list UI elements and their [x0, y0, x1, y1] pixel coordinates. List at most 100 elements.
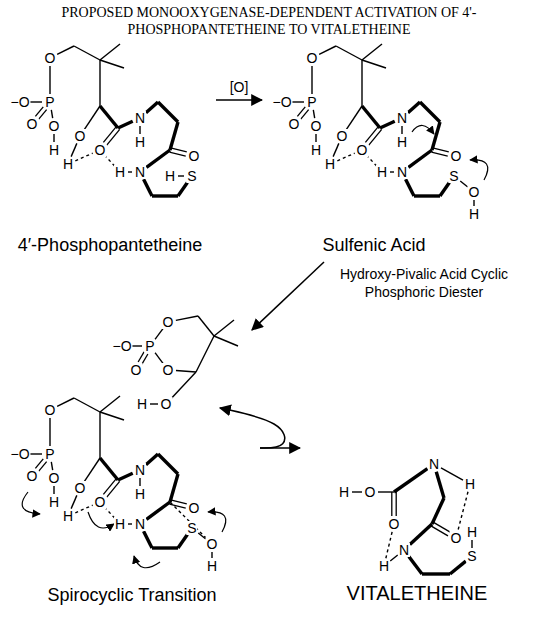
chemical-bond [390, 555, 398, 561]
chemical-bond [433, 522, 450, 532]
atom-symbol: H [324, 157, 336, 171]
chemical-bond [178, 175, 184, 176]
atom-symbol: −O [111, 339, 132, 353]
chemical-bond [158, 454, 178, 474]
atom-symbol: N [398, 543, 410, 557]
atom-symbol: O [26, 469, 39, 483]
compound-name: Sulfenic Acid [322, 234, 425, 257]
chemical-bond [51, 110, 52, 118]
atom-symbol: O [162, 363, 175, 377]
compound-name: 4′-Phosphopantetheine [18, 234, 203, 257]
atom-symbol: O [356, 143, 369, 157]
atom-symbol: N [134, 517, 146, 531]
chemical-bond [128, 171, 132, 172]
chemical-bond [146, 102, 158, 113]
chemical-bond [414, 194, 440, 197]
atom-symbol: H [164, 169, 176, 183]
atom-symbol: O [188, 149, 201, 163]
atom-symbol: H [114, 165, 126, 179]
atom-symbol: O [44, 403, 57, 417]
atom-symbol: O [364, 485, 377, 499]
atom-symbol: H [338, 485, 350, 499]
chemical-bond [406, 179, 414, 196]
chemical-bond [178, 183, 187, 196]
reaction-arrow [252, 262, 324, 330]
atom-symbol: H [376, 165, 388, 179]
chemical-bond [450, 561, 466, 574]
chemical-bond [365, 127, 378, 143]
chemical-bond [362, 106, 380, 128]
chemical-bond [422, 572, 450, 575]
atom-symbol: O [74, 129, 87, 143]
chemical-bond [198, 316, 214, 336]
atom-symbol: H [134, 487, 146, 501]
chemical-bond [103, 479, 116, 495]
chemical-bond [39, 110, 47, 120]
chemical-bond [74, 46, 100, 60]
chemical-bond [214, 336, 238, 346]
chemical-bond [432, 498, 444, 524]
chemical-bond [170, 502, 206, 538]
atom-symbol: O [206, 537, 219, 551]
atom-symbol: H [114, 517, 126, 531]
chemical-bond [319, 46, 336, 54]
title: PROPOSED MONOOXYGENASE-DEPENDENT ACTIVAT… [20, 4, 518, 38]
atom-symbol: S [448, 169, 459, 183]
chemical-bond [155, 328, 163, 339]
atom-symbol: −O [271, 95, 292, 109]
atom-symbol: H [310, 143, 322, 157]
chemical-bond [410, 524, 432, 545]
chemical-bond [214, 320, 234, 336]
reagent-label: [O] [228, 80, 251, 94]
chemical-bond [362, 44, 382, 60]
atom-symbol: H [48, 143, 60, 157]
atom-symbol: −O [9, 95, 30, 109]
chemical-bond [99, 412, 100, 458]
atom-symbol: H [62, 157, 74, 171]
chemical-bond [362, 60, 386, 68]
chemical-bond [171, 500, 187, 504]
chemical-bond [333, 143, 339, 156]
chemical-bond [401, 126, 402, 134]
atom-symbol: P [44, 447, 55, 461]
chemical-bond [100, 396, 120, 412]
chemical-bond [337, 153, 354, 161]
chemical-bond [431, 152, 447, 156]
atom-symbol: O [310, 119, 323, 133]
atom-symbol: N [428, 457, 440, 471]
chemical-bond [313, 110, 314, 118]
atom-symbol: S [466, 549, 477, 563]
chemical-bond [336, 46, 362, 60]
chemical-bond [100, 44, 120, 60]
chemical-bond [146, 150, 170, 167]
atom-symbol: N [396, 111, 408, 125]
atom-symbol: O [48, 119, 61, 133]
chemical-bond [391, 492, 392, 516]
chemical-bond [103, 127, 116, 143]
chemical-bond [49, 66, 50, 94]
chemical-bond [57, 398, 74, 406]
chemical-bond [441, 468, 463, 480]
chemical-bond [118, 473, 133, 480]
chemical-bond [144, 179, 152, 196]
atom-symbol: O [26, 117, 39, 131]
chemical-bond [178, 535, 187, 548]
chemical-bond [144, 531, 152, 548]
atom-symbol: H [396, 135, 408, 149]
atom-symbol: O [288, 117, 301, 131]
chemical-bond [380, 121, 395, 128]
chemical-bond [171, 148, 187, 152]
chemical-bond [152, 194, 178, 197]
atom-symbol: H [468, 207, 480, 221]
chemical-bond [408, 102, 420, 113]
atom-symbol: O [130, 363, 143, 377]
atom-symbol: O [94, 143, 107, 157]
chemical-bond [142, 354, 148, 364]
compound-name: Spirocyclic Transition [47, 584, 216, 607]
atom-symbol: O [74, 481, 87, 495]
electron-arrow [412, 125, 434, 134]
chemical-bond [146, 502, 170, 519]
chemical-bond [211, 552, 212, 558]
atom-symbol: O [48, 471, 61, 485]
